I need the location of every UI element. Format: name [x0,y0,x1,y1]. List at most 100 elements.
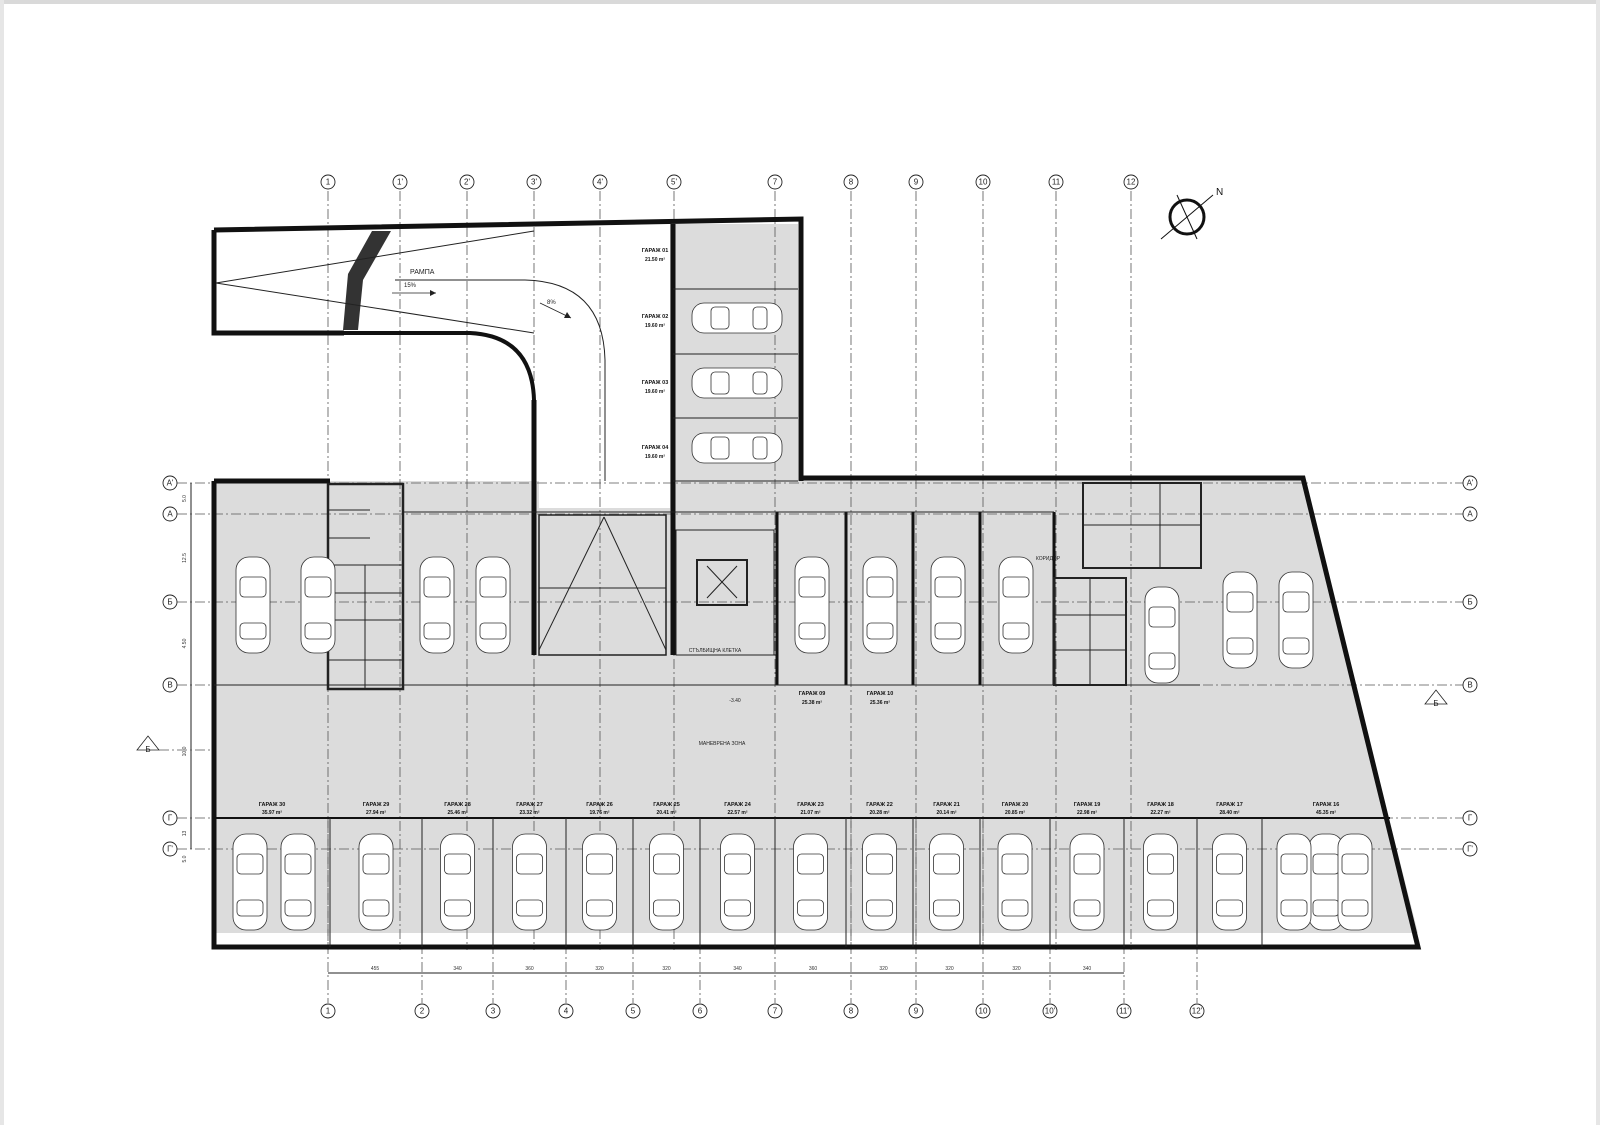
axis-label-row-left: А' [167,479,174,488]
axis-label-top: 2' [464,178,470,187]
axis-bubble-row-right [1462,841,1478,857]
top-garage-title: ГАРАЖ 01 [642,248,669,254]
axis-bubble-bottom [414,1003,430,1019]
ramp-labels: РАМПА 15% 8% [392,269,572,319]
car-icon [1278,571,1314,669]
bottom-garage-title: ГАРАЖ 22 [866,802,893,808]
axis-label-bottom: 5 [631,1007,636,1016]
car-icon [235,556,271,654]
dim-label-left: 13 [182,831,188,837]
ramp-top-wall [211,230,344,336]
car-icon [930,556,966,654]
ramp-turn-line [395,279,606,481]
car-icon [512,833,547,931]
dim-label-bottom: 320 [945,966,954,972]
bottom-garage-area: 23.32 m² [519,810,539,816]
axis-bubble-bottom [1189,1003,1205,1019]
light-well [538,514,667,656]
elevator-shaft [696,559,748,606]
car-icon [1222,571,1258,669]
bottom-garage-area: 35.97 m² [262,810,282,816]
axis-label-row-left: Б [167,598,172,607]
bottom-garage-title: ГАРАЖ 16 [1313,802,1340,808]
car-icon [582,833,617,931]
axis-label-row-right: Б [1467,598,1472,607]
axis-bubble-bottom [1116,1003,1132,1019]
top-garage-title: ГАРАЖ 04 [642,445,669,451]
car-icon [300,556,336,654]
axis-label-top: 3' [531,178,537,187]
axis-bubble-top [1048,174,1064,190]
car-icon [1144,586,1180,684]
ramp-outer-wall [213,216,804,481]
bottom-garage-area: 22.27 m² [1150,810,1170,816]
dim-label-left: 12.5 [182,553,188,563]
axis-bubble-row-right [1462,506,1478,522]
axis-label-row-right: А' [1467,479,1474,488]
axis-bubble-top [526,174,542,190]
axis-label-row-right: В [1467,681,1472,690]
level-label: -3.40 [729,698,741,704]
light-well-diag [603,516,667,651]
section-mark-right-label: Б [1433,699,1438,708]
axis-bubble-bottom [767,1003,783,1019]
dim-label-bottom: 320 [662,966,671,972]
corridor-label: КОРИДОР [1036,556,1061,562]
bottom-garage-area: 21.07 m² [800,810,820,816]
axis-bubble-row-left [162,506,178,522]
dim-label-left: 5.0 [182,855,188,862]
car-icon [862,833,897,931]
dim-label-bottom: 455 [371,966,380,972]
axis-label-bottom: 2 [420,1007,425,1016]
axis-label-top: 1 [326,178,331,187]
elevator-x2 [706,565,738,599]
main-perimeter [211,475,1422,950]
dim-label-left: 10.0 [182,746,188,756]
car-icon [1308,833,1344,931]
car-icon [1143,833,1178,931]
axis-bubble-row-left [162,810,178,826]
top-garage-area: 19.60 m² [645,454,665,460]
main-floor [214,478,1418,933]
axis-bubble-bottom [843,1003,859,1019]
dim-label-bottom: 320 [879,966,888,972]
stair-core [675,529,775,656]
axis-label-bottom: 3 [491,1007,496,1016]
bottom-garage-title: ГАРАЖ 21 [933,802,960,808]
frame-border-top [0,0,1600,4]
car-icon [232,833,268,931]
axis-bubble-bottom [320,1003,336,1019]
axis-bubble-bottom [908,1003,924,1019]
axis-label-bottom: 4 [564,1007,569,1016]
car-icon [691,302,783,334]
car-icon [419,556,455,654]
bottom-garage-title: ГАРАЖ 26 [586,802,613,808]
car-icon [929,833,964,931]
car-icon [358,833,394,931]
bottom-garage-area: 20.85 m² [1005,810,1025,816]
bottom-garage-title: ГАРАЖ 24 [724,802,751,808]
mid-garage-area: 25.36 m² [870,700,890,706]
bottom-garage-title: ГАРАЖ 25 [653,802,680,808]
car-icon [280,833,316,931]
dim-label-bottom: 340 [733,966,742,972]
car-icon [793,833,828,931]
bottom-garage-title: ГАРАЖ 23 [797,802,824,808]
maneuver-label: МАНЕВРЕНА ЗОНА [699,741,746,747]
axis-bubble-row-left [162,475,178,491]
cars [232,302,1373,931]
bottom-garage-slots [329,818,1263,947]
axis-label-top: 10 [979,178,988,187]
axis-bubble-top [843,174,859,190]
axis-label-row-right: Г [1468,814,1473,823]
car-icon [649,833,684,931]
mid-garage-title: ГАРАЖ 09 [799,691,826,697]
ramp-label: РАМПА [410,269,435,276]
axis-label-top: 1' [397,178,403,187]
axis-bubble-bottom [692,1003,708,1019]
